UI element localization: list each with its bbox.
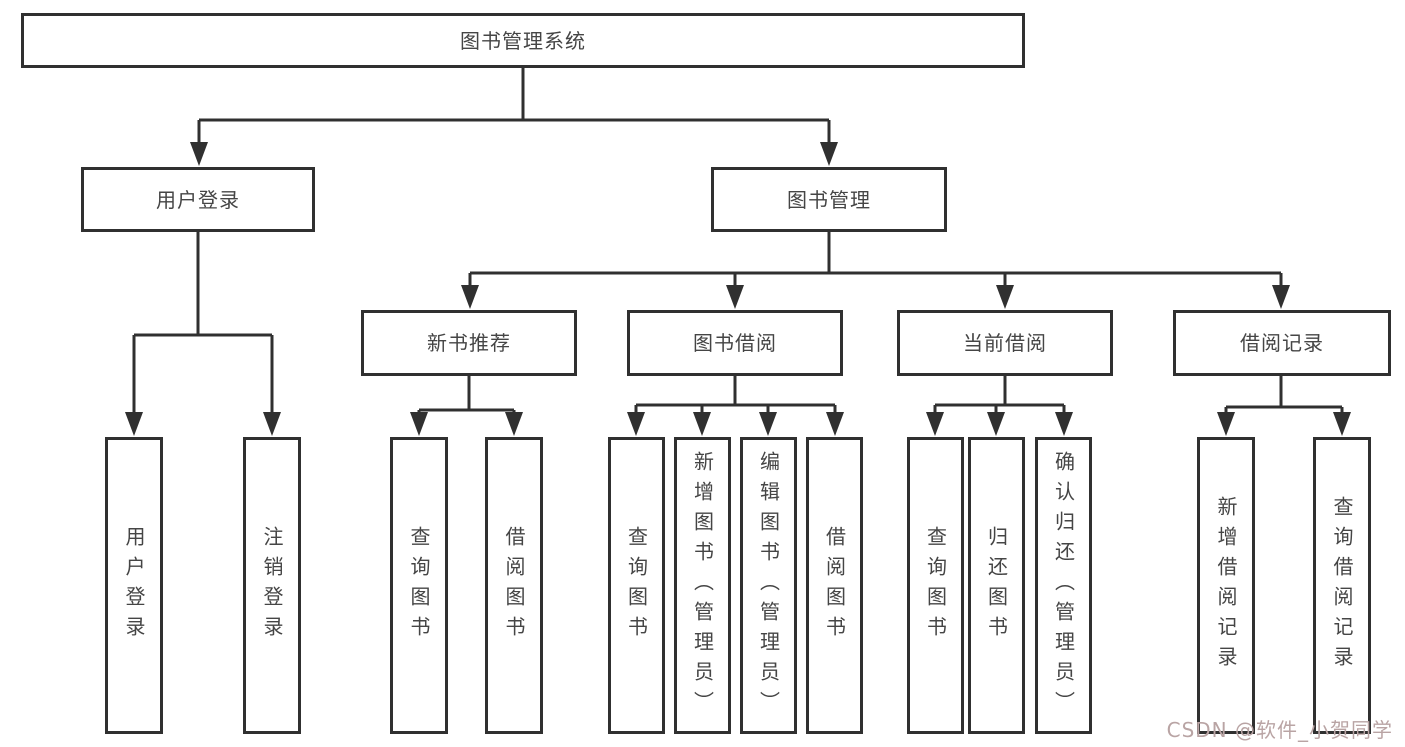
node-borrow-records: 借阅记录 xyxy=(1173,310,1391,376)
node-current-borrow: 当前借阅 xyxy=(897,310,1113,376)
leaf-user-login: 用户登录 xyxy=(105,437,163,734)
leaf-confirm-return-admin: 确认归还（管理员） xyxy=(1035,437,1092,734)
edge-bookmgmt-to-level3 xyxy=(461,232,1290,309)
leaf-query-book-current: 查询图书 xyxy=(907,437,964,734)
leaf-borrow-book-recommend: 借阅图书 xyxy=(485,437,543,734)
leaf-logout: 注销登录 xyxy=(243,437,301,734)
leaf-query-book-borrow: 查询图书 xyxy=(608,437,665,734)
leaf-query-book-recommend: 查询图书 xyxy=(390,437,448,734)
edge-records-children xyxy=(1217,376,1351,436)
leaf-query-borrow-record: 查询借阅记录 xyxy=(1313,437,1371,734)
node-book-borrow: 图书借阅 xyxy=(627,310,843,376)
leaf-edit-book-admin: 编辑图书（管理员） xyxy=(740,437,797,734)
leaf-add-book-admin: 新增图书（管理员） xyxy=(674,437,731,734)
leaf-add-borrow-record: 新增借阅记录 xyxy=(1197,437,1255,734)
node-root-system: 图书管理系统 xyxy=(21,13,1025,68)
edge-newbook-children xyxy=(410,376,523,436)
leaf-return-book: 归还图书 xyxy=(968,437,1025,734)
node-book-management: 图书管理 xyxy=(711,167,947,232)
node-user-login: 用户登录 xyxy=(81,167,315,232)
edge-root-to-level2 xyxy=(190,68,838,166)
leaf-borrow-book: 借阅图书 xyxy=(806,437,863,734)
edge-userlogin-children xyxy=(125,232,281,436)
node-new-book-recommend: 新书推荐 xyxy=(361,310,577,376)
edge-borrow-children xyxy=(627,376,844,436)
edge-current-children xyxy=(926,376,1073,436)
csdn-watermark: CSDN @软件_小贺同学 xyxy=(1166,718,1393,742)
